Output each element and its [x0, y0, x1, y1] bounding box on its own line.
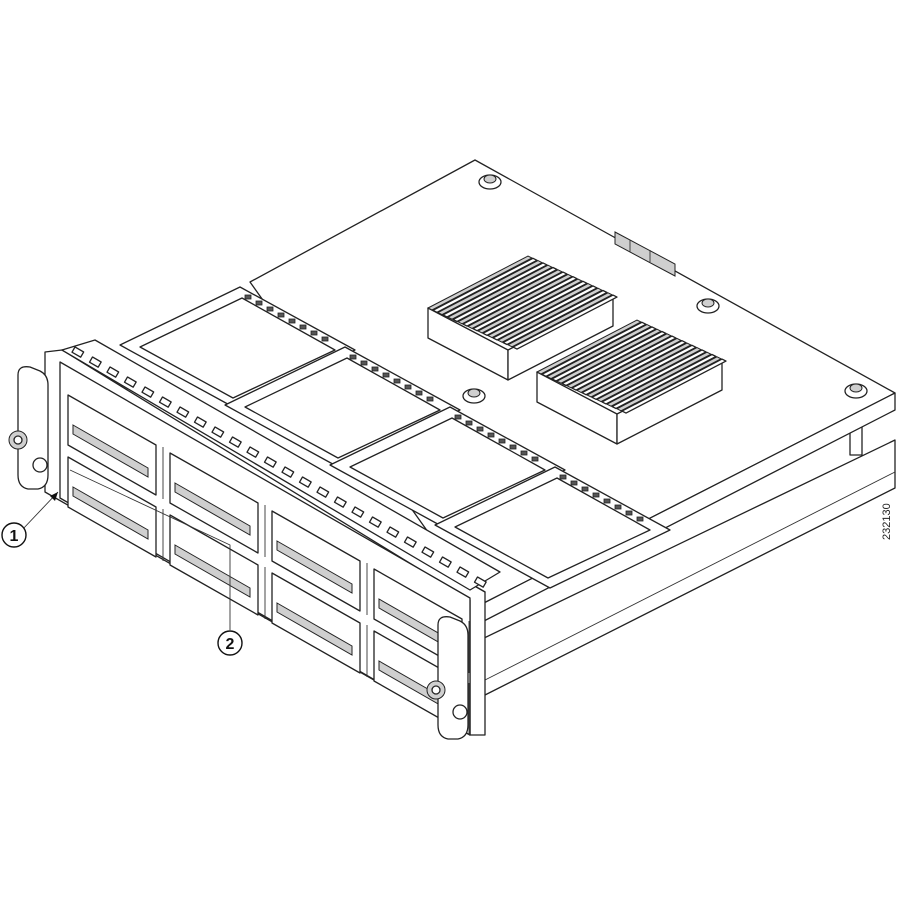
callout-2: 2 [69, 469, 243, 656]
screw-icon [844, 383, 868, 399]
screw-icon [478, 174, 502, 190]
faceplate [44, 339, 501, 736]
board-screws [462, 174, 868, 404]
screw-icon [462, 388, 486, 404]
callout-1: 1 [1, 491, 59, 548]
figure-id: 232130 [881, 503, 893, 540]
callout-2-number: 2 [226, 636, 235, 653]
heatsink-1 [426, 255, 618, 381]
left-ejector-lever[interactable] [8, 366, 49, 490]
screw-icon [696, 298, 720, 314]
callout-1-number: 1 [10, 528, 19, 545]
sfp-cage-frames [119, 286, 671, 589]
right-ejector-lever[interactable] [426, 616, 469, 740]
heatsink-2 [535, 319, 727, 445]
